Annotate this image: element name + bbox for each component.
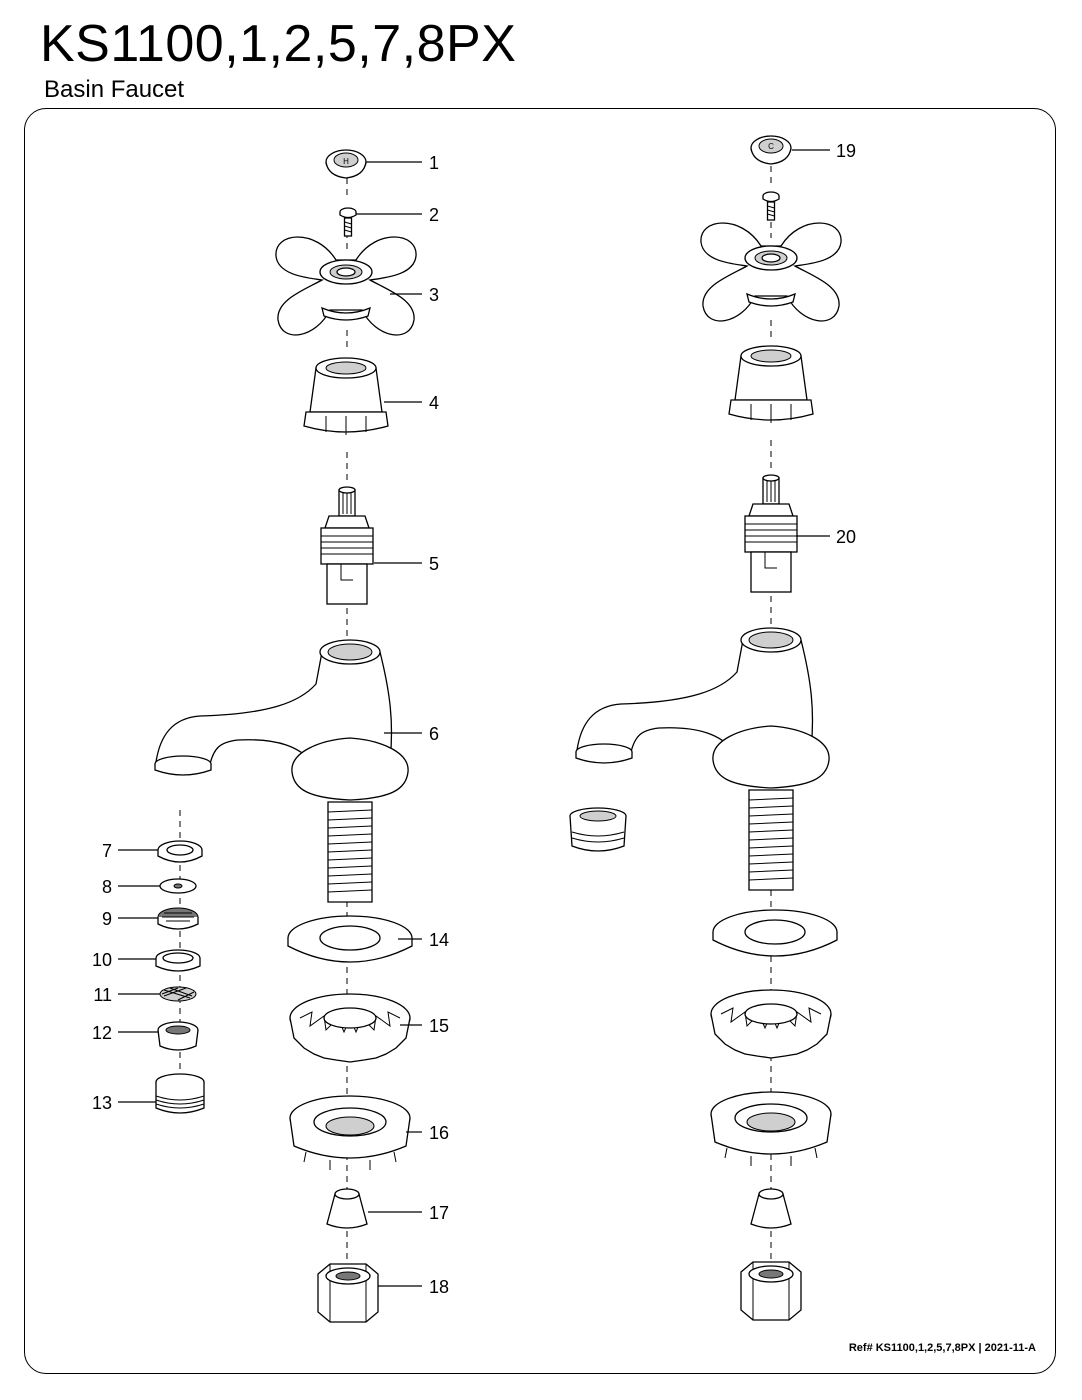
diagram-frame xyxy=(24,108,1056,1374)
cold-lock-washer xyxy=(710,989,832,1059)
callout-11: 11 xyxy=(93,985,112,1005)
cold-aerator xyxy=(569,807,627,852)
callout-7: 7 xyxy=(102,841,112,861)
callout-6: 6 xyxy=(429,724,439,744)
part-20-cold-cartridge xyxy=(744,474,798,593)
callout-5: 5 xyxy=(429,554,439,574)
part-16-mounting-nut xyxy=(289,1095,411,1171)
page-title: KS1100,1,2,5,7,8PX xyxy=(40,15,517,73)
callout-13: 13 xyxy=(92,1093,112,1113)
callout-14: 14 xyxy=(429,930,449,950)
part-5-cartridge xyxy=(320,486,374,605)
part-9-screen xyxy=(157,907,199,930)
part-19-cold-cap: C xyxy=(750,135,792,165)
page-subtitle: Basin Faucet xyxy=(44,76,185,103)
cold-cap-letter: C xyxy=(768,142,774,151)
callout-4: 4 xyxy=(429,393,439,413)
cold-screw xyxy=(762,191,780,221)
callout-20: 20 xyxy=(836,527,856,547)
callout-17: 17 xyxy=(429,1203,449,1223)
part-6-spout-body xyxy=(154,639,409,903)
part-12-insert xyxy=(157,1021,199,1051)
cold-cone-washer xyxy=(750,1188,792,1229)
cold-hex-nut xyxy=(740,1261,802,1321)
callout-8: 8 xyxy=(102,877,112,897)
part-17-cone-washer xyxy=(326,1188,368,1229)
callout-labels: 1 2 3 4 5 6 7 8 9 10 11 12 13 14 15 16 1… xyxy=(92,141,856,1297)
hot-side-assembly: H xyxy=(154,149,417,1323)
cold-bonnet xyxy=(728,345,814,424)
callout-16: 16 xyxy=(429,1123,449,1143)
callout-1: 1 xyxy=(429,153,439,173)
cold-side-assembly: C xyxy=(569,135,842,1321)
callout-9: 9 xyxy=(102,909,112,929)
part-4-bonnet xyxy=(303,357,389,436)
part-13-aerator-housing xyxy=(155,1073,205,1114)
part-15-lock-washer xyxy=(289,993,411,1063)
part-18-hex-nut xyxy=(317,1263,379,1323)
callout-3: 3 xyxy=(429,285,439,305)
leader-lines xyxy=(118,149,830,1287)
part-3-cross-handle xyxy=(275,236,417,336)
callout-10: 10 xyxy=(92,950,112,970)
cold-spout-body xyxy=(575,627,830,891)
part-1-hot-cap: H xyxy=(325,149,367,179)
cold-washer xyxy=(712,909,838,957)
callout-2: 2 xyxy=(429,205,439,225)
part-10-ring xyxy=(155,949,201,972)
callout-15: 15 xyxy=(429,1016,449,1036)
callout-12: 12 xyxy=(92,1023,112,1043)
part-2-screw xyxy=(339,207,357,237)
part-11-mesh xyxy=(159,986,197,1002)
hot-cap-letter: H xyxy=(343,157,349,166)
part-7-aerator-gasket xyxy=(157,840,203,863)
callout-19: 19 xyxy=(836,141,856,161)
reference-footer: Ref# KS1100,1,2,5,7,8PX | 2021-11-A xyxy=(848,1342,1036,1354)
part-8-disc xyxy=(159,878,197,894)
part-14-washer xyxy=(287,915,413,963)
callout-18: 18 xyxy=(429,1277,449,1297)
